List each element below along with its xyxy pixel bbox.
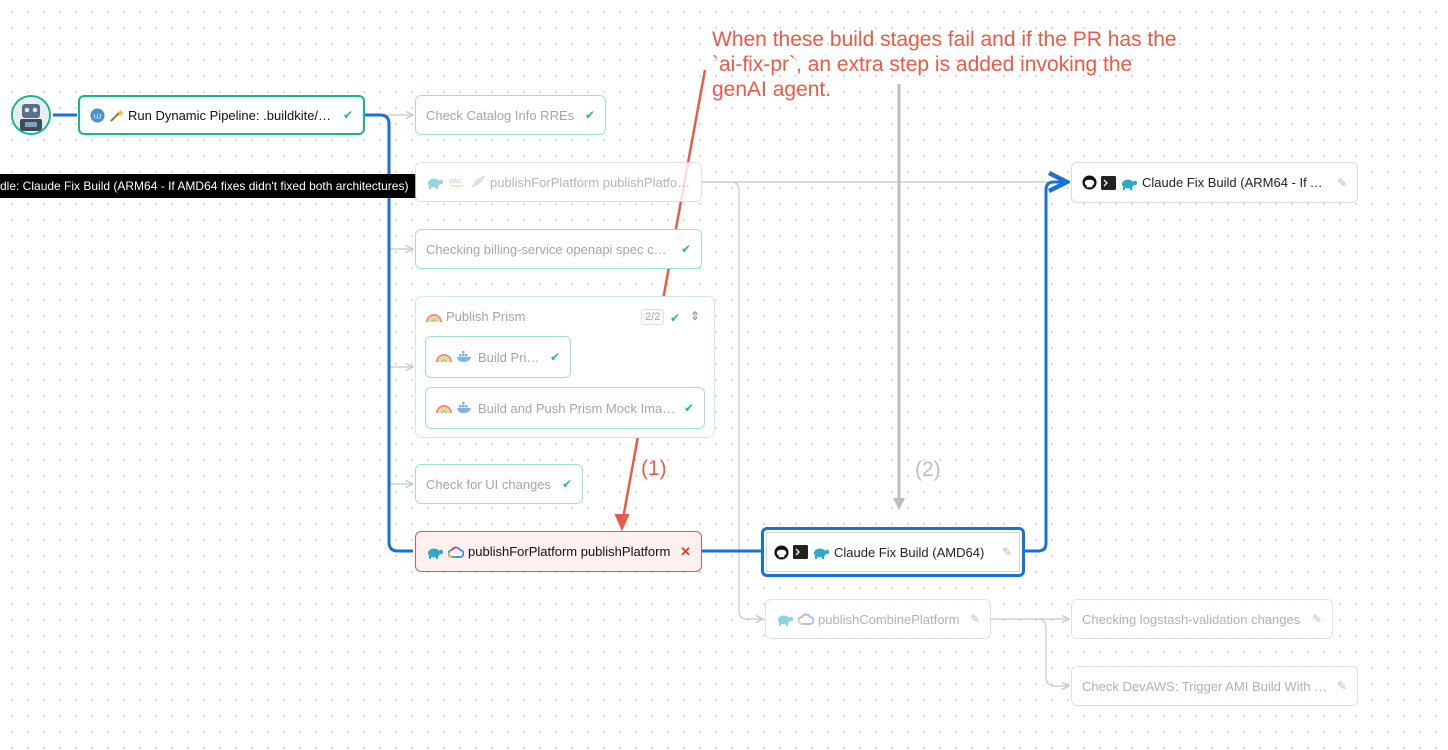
docker-icon xyxy=(456,402,474,414)
passed-check-icon: ✔ xyxy=(584,108,595,122)
step-label: Claude Fix Build (ARM64 - If AMD64 fixes… xyxy=(1142,175,1329,190)
step-check-ui-changes[interactable]: Check for UI changes ✔ xyxy=(415,464,583,504)
step-checking-logstash-validation[interactable]: Checking logstash-validation changes ✎ xyxy=(1071,599,1333,639)
github-icon xyxy=(1082,175,1097,190)
annotation-arrowhead-grey xyxy=(893,498,905,510)
step-label: publishForPlatform publishPlatform xyxy=(468,544,671,559)
step-label: Run Dynamic Pipeline: .buildkite/pipelin… xyxy=(128,107,335,123)
expand-collapse-icon[interactable]: ⇕ xyxy=(690,309,701,323)
edit-pencil-icon[interactable]: ✎ xyxy=(1336,175,1347,190)
buildkite-icon: UJ xyxy=(90,107,105,123)
failed-x-icon: ✕ xyxy=(680,543,691,559)
step-publish-for-platform-aws[interactable]: aws publishForPlatform publishPlatform xyxy=(415,162,702,202)
rainbow-icon xyxy=(426,311,442,323)
terminal-icon xyxy=(793,545,808,559)
feather-icon xyxy=(470,175,486,189)
step-publish-combine-platform[interactable]: publishCombinePlatform ✎ xyxy=(765,599,991,639)
annotation-arrowhead-red xyxy=(614,513,630,532)
step-build-push-prism-mock[interactable]: Build and Push Prism Mock Image ✔ xyxy=(425,387,705,429)
step-label: Checking billing-service openapi spec ch… xyxy=(426,241,673,257)
annotation-line-1: When these build stages fail and if the … xyxy=(712,28,1177,51)
step-label: Checking logstash-validation changes xyxy=(1082,611,1301,627)
step-label: Check DevAWS: Trigger AMI Build With Pac… xyxy=(1082,678,1329,694)
group-counter: 2/2 xyxy=(641,309,665,325)
rainbow-icon xyxy=(436,402,452,414)
annotation-text: When these build stages fail and if the … xyxy=(712,27,1177,102)
step-check-catalog-info[interactable]: Check Catalog Info RREs ✔ xyxy=(415,95,606,135)
group-title: Publish Prism xyxy=(446,309,526,324)
docker-icon xyxy=(456,351,474,363)
annotation-label-1: (1) xyxy=(641,457,667,480)
step-build-prism[interactable]: Build Prism ✔ xyxy=(425,336,571,378)
aws-icon: aws xyxy=(448,176,466,188)
magic-wand-icon xyxy=(109,108,124,123)
google-cloud-icon xyxy=(798,613,814,625)
github-icon xyxy=(774,544,789,560)
step-check-devaws-trigger-ami[interactable]: Check DevAWS: Trigger AMI Build With Pac… xyxy=(1071,666,1358,706)
step-checking-billing-service[interactable]: Checking billing-service openapi spec ch… xyxy=(415,229,702,269)
turtle-icon xyxy=(426,175,444,189)
turtle-icon xyxy=(1120,176,1138,190)
rainbow-icon xyxy=(436,351,452,363)
step-label: Build Prism xyxy=(478,349,542,365)
edit-pencil-icon[interactable]: ✎ xyxy=(969,612,980,626)
step-label: publishCombinePlatform xyxy=(818,611,960,627)
svg-text:UJ: UJ xyxy=(93,113,101,120)
passed-check-icon: ✔ xyxy=(683,401,694,415)
svg-text:aws: aws xyxy=(449,178,462,185)
wire-amd64-arm64 xyxy=(1024,182,1067,553)
annotation-label-2: (2) xyxy=(915,458,941,481)
step-label: Check Catalog Info RREs xyxy=(426,107,575,123)
avatar[interactable] xyxy=(11,95,51,135)
step-label: Claude Fix Build (AMD64) xyxy=(834,544,985,560)
group-publish-prism[interactable]: Publish Prism 2/2 ✔ ⇕ Build Prism ✔ Buil… xyxy=(415,296,715,438)
edit-pencil-icon[interactable]: ✎ xyxy=(1311,612,1322,626)
step-tooltip: dle: Claude Fix Build (ARM64 - If AMD64 … xyxy=(0,174,417,198)
annotation-line-2: `ai-fix-pr`, an extra step is added invo… xyxy=(712,53,1133,76)
step-claude-fix-build-amd64[interactable]: Claude Fix Build (AMD64) ✎ xyxy=(761,527,1025,577)
step-run-dynamic-pipeline[interactable]: UJ Run Dynamic Pipeline: .buildkite/pipe… xyxy=(78,95,365,135)
group-header: Publish Prism xyxy=(426,309,525,324)
passed-check-icon: ✔ xyxy=(342,108,353,122)
robot-avatar-icon xyxy=(13,97,49,133)
wire-combine-devaws xyxy=(1036,618,1069,686)
google-cloud-icon xyxy=(448,546,464,558)
step-claude-fix-build-arm64[interactable]: Claude Fix Build (ARM64 - If AMD64 fixes… xyxy=(1071,162,1358,203)
turtle-icon xyxy=(776,612,794,626)
terminal-icon xyxy=(1101,175,1116,190)
edit-pencil-icon[interactable]: ✎ xyxy=(1001,545,1012,559)
step-label: publishForPlatform publishPlatform xyxy=(490,174,691,190)
passed-check-icon: ✔ xyxy=(670,311,681,325)
turtle-icon xyxy=(812,545,830,559)
passed-check-icon: ✔ xyxy=(680,242,691,256)
passed-check-icon: ✔ xyxy=(561,477,572,491)
annotation-line-3: genAI agent. xyxy=(712,78,832,101)
turtle-icon xyxy=(426,545,444,559)
step-label: Check for UI changes xyxy=(426,476,552,492)
passed-check-icon: ✔ xyxy=(549,350,560,364)
step-label: Build and Push Prism Mock Image xyxy=(478,400,676,416)
step-publish-for-platform-gcp[interactable]: publishForPlatform publishPlatform ✕ xyxy=(415,531,702,572)
edit-pencil-icon[interactable]: ✎ xyxy=(1336,679,1347,693)
